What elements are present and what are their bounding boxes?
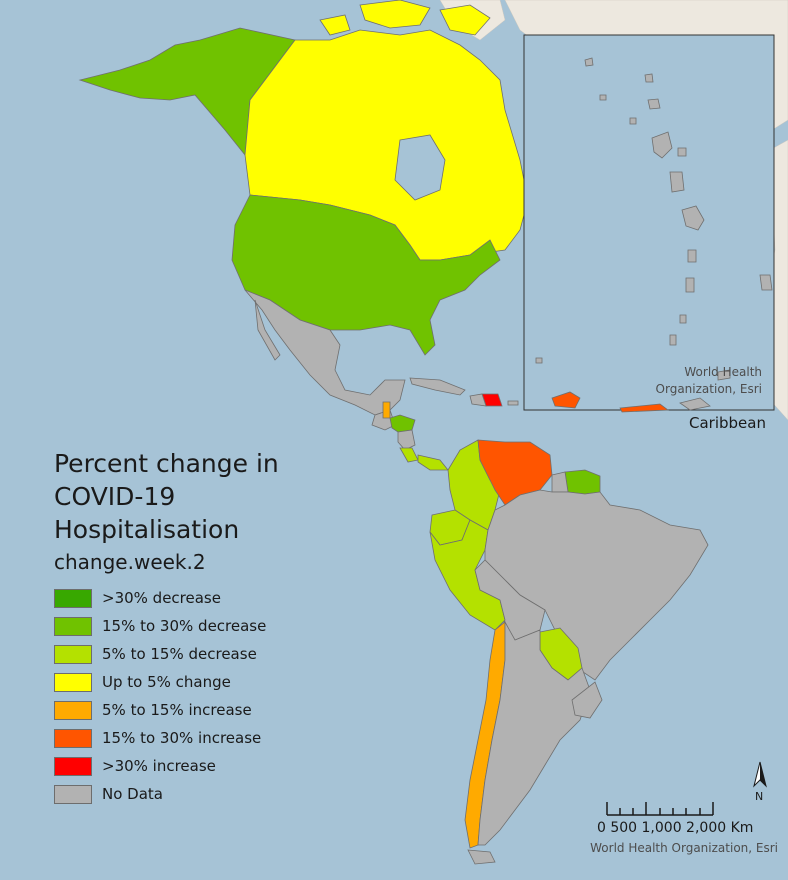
inset-island-martinique[interactable] [681, 205, 705, 231]
inset-island-12[interactable] [759, 274, 773, 291]
inset-trinidad[interactable] [679, 397, 711, 411]
legend-title: Percent change in COVID-19 Hospitalisati… [54, 449, 279, 544]
inset-island-3[interactable] [647, 98, 661, 110]
inset-island-10[interactable] [679, 314, 687, 324]
legend-swatch [54, 728, 92, 748]
legend-swatch [54, 588, 92, 608]
region-uruguay[interactable] [571, 681, 603, 719]
legend-item: 15% to 30% decrease [54, 612, 266, 640]
region-suriname[interactable] [551, 471, 569, 493]
inset-island-1[interactable] [584, 57, 594, 67]
inset-island-11[interactable] [669, 334, 677, 346]
legend-label: 5% to 15% increase [102, 701, 252, 719]
legend-label: >30% increase [102, 757, 216, 775]
legend-swatch [54, 756, 92, 776]
region-haiti[interactable] [469, 393, 487, 407]
inset-island-2[interactable] [644, 73, 654, 83]
inset-island-7[interactable] [669, 171, 685, 193]
legend-item: Up to 5% change [54, 668, 266, 696]
scale-bar-label: 0 500 1,000 2,000 Km [597, 820, 754, 836]
map-credit: World Health Organization, Esri [590, 841, 778, 855]
legend-swatch [54, 616, 92, 636]
north-arrow-label: N [755, 790, 764, 803]
north-arrow-icon [753, 761, 767, 788]
north-america [78, 0, 529, 471]
region-panama[interactable] [417, 454, 449, 471]
region-cuba[interactable] [409, 377, 466, 396]
legend-item: 5% to 15% decrease [54, 640, 266, 668]
legend-label: 15% to 30% decrease [102, 617, 267, 635]
legend-label: 5% to 15% decrease [102, 645, 257, 663]
region-nicaragua[interactable] [397, 429, 416, 451]
caribbean-inset [523, 34, 775, 413]
inset-island-guadeloupe[interactable] [651, 131, 673, 159]
legend-label: 15% to 30% increase [102, 729, 262, 747]
region-argentina[interactable] [477, 620, 591, 846]
region-guyana[interactable] [564, 469, 601, 495]
inset-credit: World Health Organization, Esri [655, 365, 762, 396]
legend-item: >30% decrease [54, 584, 266, 612]
inset-island-14[interactable] [535, 357, 543, 364]
legend-swatch [54, 784, 92, 804]
legend-label: No Data [102, 785, 163, 803]
legend: >30% decrease 15% to 30% decrease 5% to … [54, 584, 266, 808]
inset-frame [523, 34, 775, 411]
inset-venezuela-coast[interactable] [551, 391, 581, 409]
legend-swatch [54, 672, 92, 692]
inset-label: Caribbean [689, 414, 766, 432]
inset-island-8[interactable] [687, 249, 697, 263]
legend-swatch [54, 644, 92, 664]
legend-item: No Data [54, 780, 266, 808]
legend-item: 15% to 30% increase [54, 724, 266, 752]
scale-bar [606, 802, 714, 816]
region-mexico[interactable] [244, 289, 406, 416]
region-colombia[interactable] [447, 439, 501, 531]
region-tierra-del-fuego[interactable] [467, 849, 496, 865]
legend-label: >30% decrease [102, 589, 221, 607]
region-belize[interactable] [382, 401, 391, 419]
legend-item: >30% increase [54, 752, 266, 780]
inset-island-5[interactable] [629, 117, 637, 125]
inset-island-6[interactable] [677, 147, 687, 157]
south-america [429, 439, 709, 865]
region-canada-islands[interactable] [319, 0, 491, 36]
legend-swatch [54, 700, 92, 720]
inset-island-13[interactable] [717, 369, 731, 381]
region-puerto-rico[interactable] [507, 400, 519, 406]
legend-field: change.week.2 [54, 550, 206, 574]
inset-venezuela-coast-2[interactable] [619, 403, 670, 413]
legend-label: Up to 5% change [102, 673, 231, 691]
inset-island-4[interactable] [599, 94, 607, 101]
inset-island-9[interactable] [685, 277, 695, 293]
legend-item: 5% to 15% increase [54, 696, 266, 724]
